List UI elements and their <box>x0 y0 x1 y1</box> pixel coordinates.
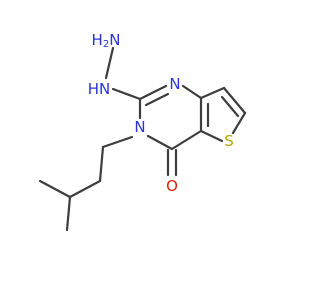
bond-c2-n1-double <box>144 92 170 107</box>
bond-c7-c6-double <box>220 95 240 118</box>
atom-hydrazine-nh2: H2N <box>92 31 121 50</box>
atom-labels: H2N HN N N S O <box>88 31 234 195</box>
bond-nh2-nh <box>104 46 115 80</box>
molecule-structure: H2N HN N N S O <box>38 31 247 232</box>
bond-n1-c8a <box>181 84 203 100</box>
bond-c2-n1 <box>138 84 168 101</box>
bond-c6-s <box>231 111 247 135</box>
bond-ch-ch3a <box>38 179 72 199</box>
bonds <box>38 46 247 232</box>
bond-c7-c6 <box>222 86 247 115</box>
bond-c8a-c7 <box>199 86 226 100</box>
bond-ch2-ch <box>68 179 102 199</box>
atom-thiophene-s: S <box>224 132 234 150</box>
atom-ring-n1: N <box>169 75 180 93</box>
bond-c4-n3 <box>146 134 174 151</box>
bond-nh-c2 <box>111 87 142 101</box>
bond-ch-ch3b <box>65 195 72 232</box>
atom-ring-n3: N <box>134 118 145 136</box>
atom-carbonyl-o: O <box>166 177 178 195</box>
bond-s-c4a <box>199 129 224 143</box>
bond-c4a-c4 <box>170 129 203 151</box>
atom-hydrazine-nh: HN <box>88 80 111 98</box>
bond-ch2-ch2 <box>98 145 105 183</box>
bond-n3-ch2 <box>101 135 134 149</box>
